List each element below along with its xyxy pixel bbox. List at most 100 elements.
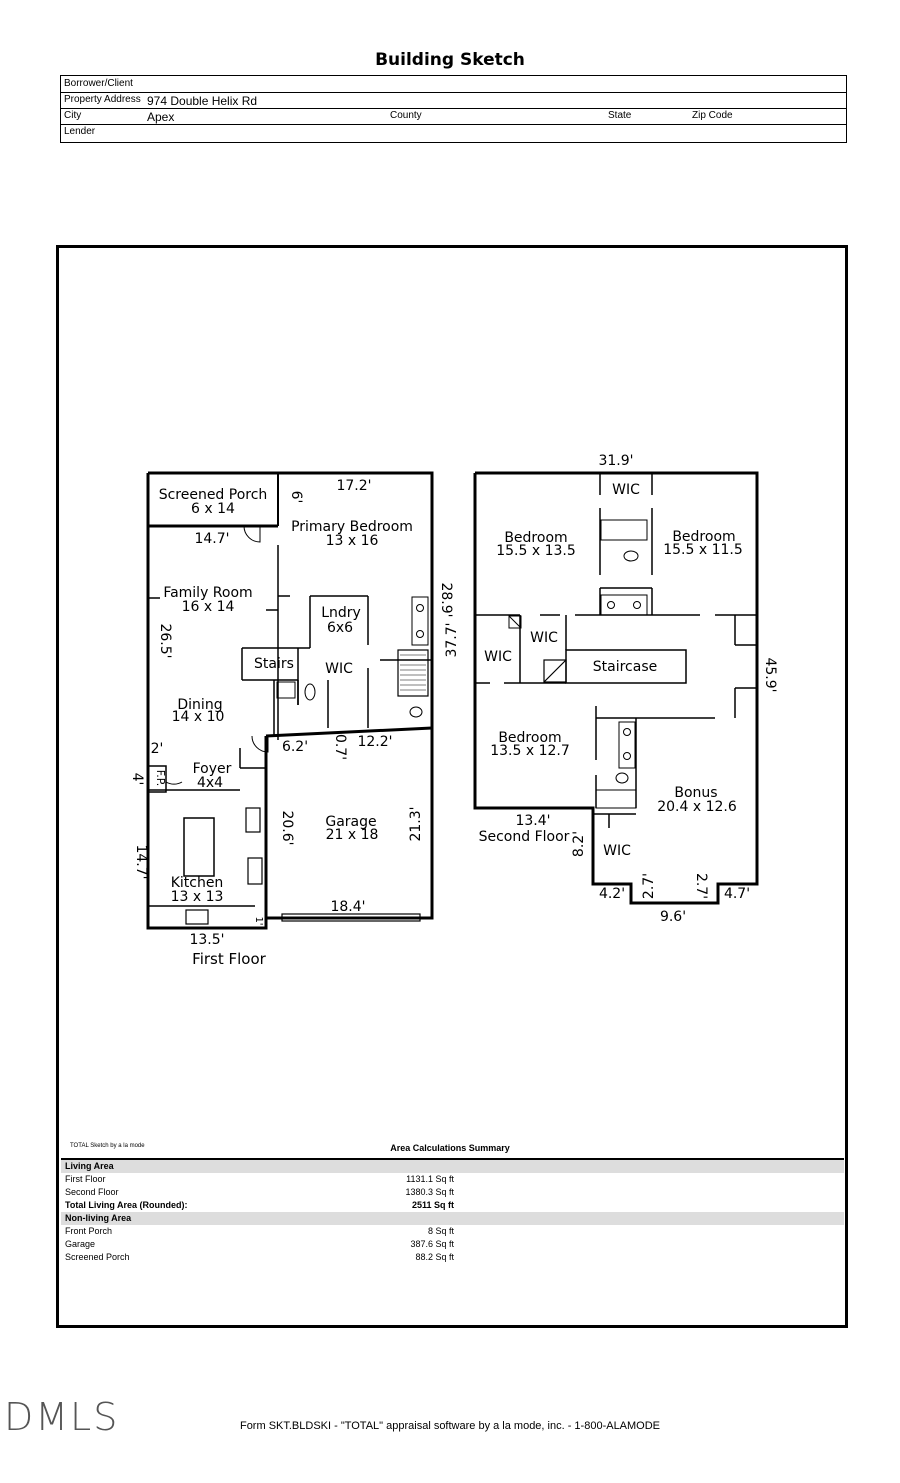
dim-ff-g1: 6.2' [282, 739, 308, 755]
room-garage: Garage [325, 814, 376, 830]
zip-label: Zip Code [692, 110, 733, 121]
dmls-logo: DMLS [4, 1395, 120, 1439]
summary-row-name: Screened Porch [65, 1252, 130, 1262]
room-sf-bonus-size: 20.4 x 12.6 [657, 799, 737, 815]
city-row: City Apex County State Zip Code [61, 108, 846, 125]
summary-row-value: 88.2 Sq ft [415, 1252, 454, 1262]
summary-row-name: Front Porch [65, 1226, 113, 1236]
dim-ff-porch-h: 6' [288, 491, 304, 504]
first-floor-tile [400, 654, 426, 691]
dim-sf-d5: 2.7' [693, 873, 709, 899]
room-dining: Dining [177, 697, 222, 713]
dim-sf-top: 31.9' [598, 453, 633, 469]
room-fp: F.P. [154, 770, 167, 786]
address-label: Property Address [64, 94, 141, 105]
dim-ff-g3: 12.2' [357, 734, 392, 750]
dim-ff-kitchen-left: 14.7' [133, 844, 149, 879]
room-sf-wic-top: WIC [612, 482, 640, 498]
room-wic: WIC [325, 661, 353, 677]
dim-sf-left: 37.7' [444, 622, 460, 657]
room-laundry-size: 6x6 [327, 620, 353, 636]
room-family-room: Family Room [163, 585, 252, 601]
dim-sf-d4: 2.7' [641, 873, 657, 899]
page-title: Building Sketch [375, 50, 525, 70]
form-footer: Form SKT.BLDSKI - "TOTAL" appraisal soft… [239, 1420, 661, 1432]
borrower-row: Borrower/Client [61, 76, 846, 93]
dim-ff-left: 26.5' [157, 623, 173, 658]
dim-ff-top: 17.2' [336, 478, 371, 494]
room-sf-wic-left: WIC [484, 649, 512, 665]
summary-row-value: 1380.3 Sq ft [405, 1187, 454, 1197]
dim-sf-right: 45.9' [762, 657, 778, 692]
room-kitchen-size: 13 x 13 [171, 889, 224, 905]
dim-ff-g5: 21.3' [408, 806, 424, 841]
county-label: County [390, 110, 422, 121]
room-dining-size: 14 x 10 [172, 709, 225, 725]
dim-ff-g4: 20.6' [279, 810, 295, 845]
room-sf-bedroom-c-size: 13.5 x 12.7 [490, 743, 570, 759]
summary-row-value: 8 Sq ft [427, 1226, 454, 1236]
sketch-credit: TOTAL Sketch by a la mode [70, 1143, 145, 1149]
dim-ff-g6: 18.4' [330, 899, 365, 915]
room-kitchen: Kitchen [171, 875, 224, 891]
summary-row-name: First Floor [65, 1174, 106, 1184]
room-sf-bonus: Bonus [674, 785, 717, 801]
summary-row-value: 387.6 Sq ft [410, 1239, 454, 1249]
room-primary-bedroom-size: 13 x 16 [326, 533, 379, 549]
total-living-label: Total Living Area (Rounded): [65, 1200, 188, 1210]
city-value: Apex [147, 110, 175, 124]
dim-sf-d7: 9.6' [660, 909, 686, 925]
summary-row: Screened Porch 88.2 Sq ft [61, 1251, 844, 1264]
room-sf-bedroom-a: Bedroom [504, 530, 567, 546]
sketch-frame [56, 245, 848, 1328]
address-row: Property Address 974 Double Helix Rd [61, 92, 846, 109]
living-area-label: Living Area [65, 1161, 114, 1171]
room-sf-bedroom-a-size: 15.5 x 13.5 [496, 543, 576, 559]
nonliving-area-label: Non-living Area [65, 1213, 132, 1223]
borrower-label: Borrower/Client [64, 78, 133, 89]
dim-ff-fp-b: 4' [129, 773, 145, 786]
room-primary-bedroom: Primary Bedroom [291, 519, 413, 535]
room-sf-bedroom-b: Bedroom [672, 529, 735, 545]
room-laundry: Lndry [321, 605, 361, 621]
dim-ff-porch-w: 14.7' [194, 531, 229, 547]
total-living-row: Total Living Area (Rounded): 2511 Sq ft [61, 1199, 844, 1212]
room-stairs: Stairs [254, 656, 294, 672]
dim-ff-fp-a: 2' [151, 741, 164, 757]
room-sf-wic-mid: WIC [530, 630, 558, 646]
room-screened-porch-size: 6 x 14 [191, 501, 235, 517]
summary-row-value: 1131.1 Sq ft [406, 1174, 454, 1184]
dim-ff-right: 28.9' [438, 582, 454, 617]
city-label: City [64, 110, 82, 121]
living-area-header: Living Area [61, 1160, 844, 1173]
dim-ff-g2: 0.7' [332, 734, 348, 760]
room-sf-staircase: Staircase [593, 659, 657, 675]
first-floor-walls [146, 471, 434, 930]
nonliving-area-header: Non-living Area [61, 1212, 844, 1225]
state-label: State [608, 110, 632, 121]
room-screened-porch: Screened Porch [159, 487, 268, 503]
summary-row-name: Second Floor [65, 1187, 119, 1197]
room-family-room-size: 16 x 14 [182, 599, 235, 615]
lender-label: Lender [64, 126, 96, 137]
summary-row: Second Floor 1380.3 Sq ft [61, 1186, 844, 1199]
area-summary-title: Area Calculations Summary [390, 1143, 510, 1153]
room-garage-size: 21 x 18 [326, 827, 379, 843]
summary-row: First Floor 1131.1 Sq ft [61, 1173, 844, 1186]
summary-row: Garage 387.6 Sq ft [61, 1238, 844, 1251]
room-foyer: Foyer [193, 761, 232, 777]
dim-sf-d3: 4.2' [599, 886, 625, 902]
lender-row: Lender [61, 124, 846, 142]
dim-sf-d6: 4.7' [724, 886, 750, 902]
room-sf-bedroom-c: Bedroom [498, 730, 561, 746]
area-summary-table: Living Area First Floor 1131.1 Sq ft Sec… [61, 1158, 844, 1264]
summary-row-name: Garage [65, 1239, 96, 1249]
second-floor-walls [473, 471, 759, 905]
subject-header-table: Borrower/Client Property Address 974 Dou… [60, 75, 847, 143]
total-living-value: 2511 Sq ft [411, 1200, 454, 1210]
dim-sf-d2: 8.2' [571, 831, 587, 857]
room-sf-wic-bottom: WIC [603, 843, 631, 859]
address-value: 974 Double Helix Rd [147, 94, 258, 108]
room-sf-bedroom-b-size: 15.5 x 11.5 [663, 542, 743, 558]
